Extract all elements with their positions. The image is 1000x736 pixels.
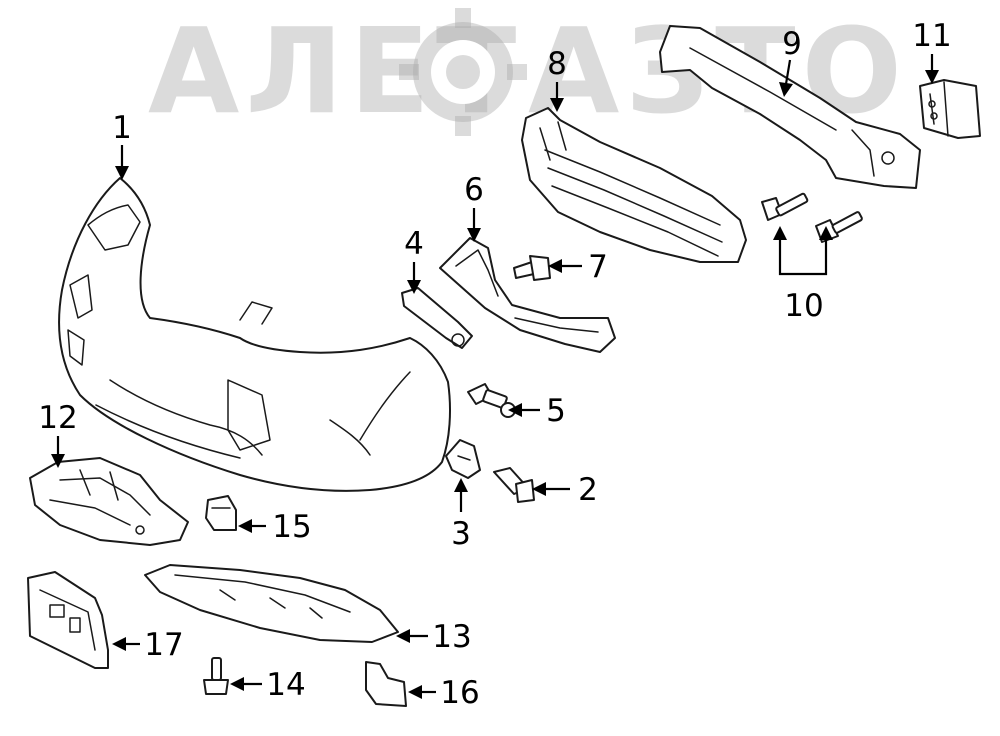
- lower-grille: [521, 107, 747, 263]
- callout-9: 9: [782, 26, 802, 62]
- callout-4: 4: [404, 226, 424, 262]
- bumper-cover: [58, 177, 451, 492]
- callout-12: 12: [38, 400, 77, 436]
- bracket: [919, 79, 981, 139]
- callout-labels: 1 2 3 4 5 6 7 8 9 10 11 12 13 14 15 16 1…: [38, 18, 951, 711]
- leader-lines: [51, 54, 939, 699]
- callout-14: 14: [266, 667, 305, 703]
- leader-10: [778, 238, 828, 276]
- deflector: [401, 287, 473, 349]
- license-bracket: [27, 571, 109, 669]
- callout-1: 1: [112, 110, 132, 146]
- splash-shield: [29, 457, 189, 546]
- callout-10: 10: [784, 288, 823, 324]
- callout-2: 2: [578, 472, 598, 508]
- callout-16: 16: [440, 675, 479, 711]
- callout-13: 13: [432, 619, 471, 655]
- bolt: [761, 192, 809, 221]
- screw: [493, 467, 535, 503]
- gear-wheel-logo: [399, 8, 527, 136]
- callout-15: 15: [272, 509, 311, 545]
- deflector: [439, 237, 616, 353]
- callout-11: 11: [912, 18, 951, 54]
- under-cover: [144, 564, 399, 643]
- screw: [467, 383, 516, 418]
- leader-9: [784, 59, 792, 85]
- bracket: [365, 661, 407, 707]
- callout-6: 6: [464, 172, 484, 208]
- bolt: [203, 657, 229, 695]
- impact-bar: [659, 25, 921, 189]
- callout-5: 5: [546, 393, 566, 429]
- push-clip: [513, 255, 551, 281]
- callout-3: 3: [451, 516, 471, 552]
- bracket: [445, 439, 481, 479]
- callout-8: 8: [547, 46, 567, 82]
- callout-17: 17: [144, 627, 183, 663]
- retainer: [205, 495, 237, 531]
- callout-7: 7: [588, 249, 608, 285]
